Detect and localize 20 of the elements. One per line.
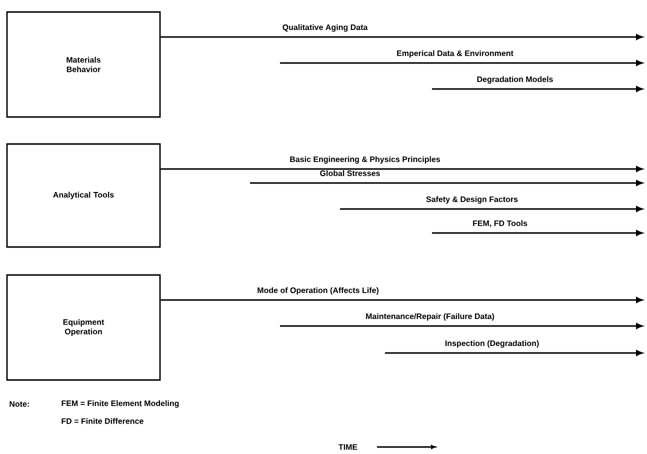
process-box: Analytical Tools [6, 143, 161, 248]
arrow-label: Emperical Data & Environment [397, 50, 514, 58]
process-box: Equipment Operation [6, 274, 161, 381]
arrow [160, 166, 643, 172]
axis-label: TIME [338, 444, 358, 450]
arrow [160, 34, 643, 40]
edge-label: Basic Engineering & Physics Principles [290, 156, 440, 164]
arrow-label: Maintenance/Repair (Failure Data) [366, 313, 494, 321]
arrow [160, 297, 643, 303]
edge-label: Qualitative Aging Data [282, 24, 368, 32]
arrow-label: FEM, FD Tools [473, 220, 528, 228]
arrow-label: Global Stresses [320, 170, 380, 176]
arrow-label: Inspection (Degradation) [445, 340, 539, 348]
note-text: FEM = Finite Element Modeling [62, 400, 179, 408]
note-label: Note: [10, 401, 29, 407]
process-box: Materials Behavior [6, 11, 161, 118]
arrow-label: Degradation Models [477, 76, 553, 84]
edge-label: Mode of Operation (Affects Life) [258, 287, 378, 295]
note-text: FD = Finite Difference [62, 418, 144, 424]
arrow-label: Safety & Design Factors [426, 196, 518, 204]
